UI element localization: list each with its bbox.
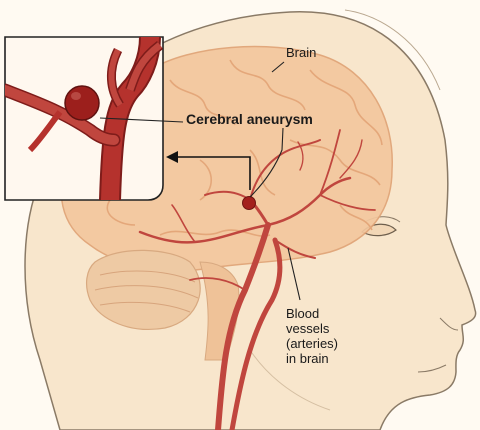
inset-magnified: [4, 36, 184, 201]
label-vessels-line: (arteries): [286, 336, 339, 351]
aneurysm-sac-large: [64, 85, 100, 121]
label-blood-vessels: Blood vessels (arteries) in brain: [286, 306, 366, 366]
brain-arteries: [138, 129, 376, 430]
label-vessels-line: Blood: [286, 306, 320, 321]
leader-lines: [249, 61, 301, 301]
label-cerebral-aneurysm: Cerebral aneurysm: [186, 111, 313, 127]
arrow-to-inset: [176, 156, 251, 190]
aneurysm-small: [242, 196, 256, 210]
cerebellum: [85, 249, 201, 330]
label-vessels-line: in brain: [286, 351, 329, 366]
label-vessels-line: vessels: [286, 321, 330, 336]
label-brain: Brain: [286, 45, 317, 60]
cerebellum-folds: [94, 270, 199, 313]
